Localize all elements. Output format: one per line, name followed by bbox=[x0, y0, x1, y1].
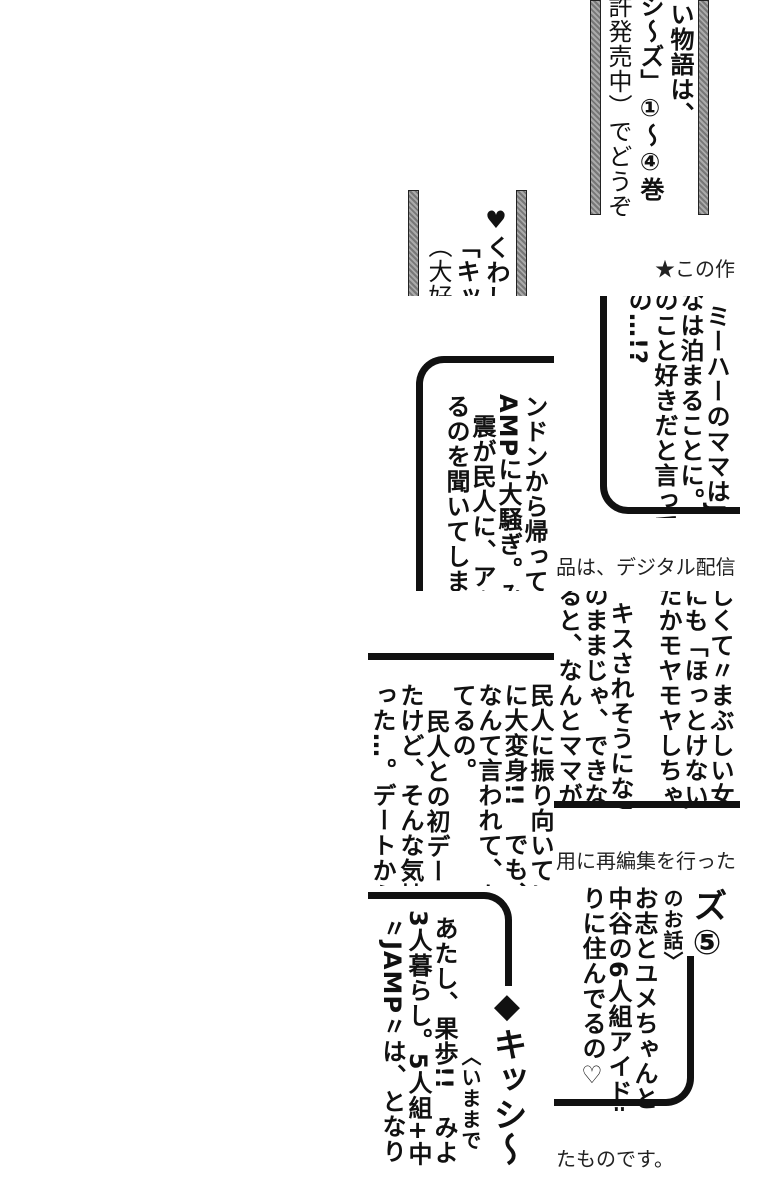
text-column: ミーハーのママはJ bbox=[702, 304, 730, 514]
frame-bar bbox=[516, 190, 527, 296]
kisshi-panel: ◆キッシ〜 〈いままで あたし、果歩!! みよ 3人暮らし。5人組+中 〃JAM… bbox=[368, 886, 554, 1200]
text-column: ♥くわし bbox=[482, 206, 510, 296]
text-column: たけど、そんな気持ちの bbox=[396, 683, 424, 886]
text-column: 許発売中）でどうぞ!! bbox=[604, 0, 632, 218]
text-column: にも「ほっとけない」 bbox=[680, 591, 708, 809]
volume5-panel: ズ⑤ のお話〉 お志とユメちゃんと、 中谷の6人組アイドル りに住んでるの♡ bbox=[554, 886, 740, 1111]
text-column: に大変身!! でも、震に bbox=[500, 683, 528, 886]
text-column: 〈いままで bbox=[458, 1046, 482, 1151]
speech-frame bbox=[600, 296, 740, 514]
story-panel-b: ンドンから帰っていた。 AMPに大騒ぎ。みんな 震が民人に、アタシの るのを聞い… bbox=[414, 354, 554, 591]
notice-line-1: ★この作 bbox=[655, 257, 735, 281]
text-column: の…!? bbox=[624, 296, 652, 365]
text-column: 3人暮らし。5人組+中 bbox=[404, 910, 432, 1167]
text-column: 民人に振り向いてほし bbox=[526, 683, 554, 886]
speech-frame bbox=[554, 956, 694, 1106]
text-column: あたし、果歩!! みよ bbox=[430, 916, 458, 1165]
notice-line-3: 用に再編集を行った bbox=[556, 849, 736, 873]
text-column: お志とユメちゃんと、 bbox=[630, 886, 658, 1111]
story-panel-a: ミーハーのママはJ なは泊まることに。 のこと好きだと言って の…!? bbox=[598, 296, 740, 518]
story-panel-c: しくて〃まぶしい女〃 にも「ほっとけない」 たかモヤモヤしちゃっ キスされそうに… bbox=[554, 591, 740, 809]
text-column: シ〜ズ」①〜④巻 bbox=[636, 0, 664, 202]
text-column: い物語は、 bbox=[666, 2, 694, 127]
kisshi-title: ◆キッシ〜 bbox=[487, 986, 527, 1167]
text-column: （大好評 bbox=[424, 234, 452, 296]
more-info-panel: ♥くわし 「キッシ （大好評 bbox=[404, 190, 530, 296]
text-column: てるの。 bbox=[448, 683, 476, 783]
notice-line-2: 品は、デジタル配信 bbox=[556, 555, 736, 579]
divider-line bbox=[554, 801, 740, 808]
text-column: キスされそうになっ bbox=[606, 601, 634, 809]
text-column: 民人との初デートで、 bbox=[422, 709, 450, 886]
speech-frame bbox=[368, 892, 512, 992]
text-column: ンドンから帰っていた。 bbox=[520, 394, 548, 591]
frame-bar bbox=[408, 190, 419, 296]
divider-line bbox=[368, 653, 554, 660]
text-column: なんて言われて、なんだ bbox=[474, 683, 502, 886]
text-column: るのを聞いてしまったの bbox=[442, 394, 470, 591]
text-column: った…。デートから帰る bbox=[368, 683, 396, 886]
text-column: なは泊まることに。 bbox=[676, 296, 704, 513]
text-column: しくて〃まぶしい女〃 bbox=[706, 591, 734, 809]
text-column: のお話〉 bbox=[660, 888, 684, 972]
text-column: 中谷の6人組アイドル bbox=[604, 886, 632, 1111]
speech-frame bbox=[416, 356, 554, 591]
text-column: たかモヤモヤしちゃっ bbox=[654, 591, 682, 809]
notice-line-4: たものです。 bbox=[556, 1147, 674, 1171]
frame-bar bbox=[590, 0, 601, 215]
story-panel-d: 民人に振り向いてほし に大変身!! でも、震に なんて言われて、なんだ てるの。… bbox=[368, 591, 554, 886]
text-column: 「キッシ bbox=[452, 234, 480, 296]
volume-title: ズ⑤ bbox=[687, 888, 727, 964]
text-column: のままじゃ、できなか bbox=[580, 591, 608, 809]
text-column: ると、なんとママが口 bbox=[554, 591, 582, 809]
text-column: りに住んでるの♡ bbox=[578, 886, 606, 1090]
text-column: 〃JAMP〃は、となり bbox=[378, 916, 406, 1164]
text-column: のこと好きだと言って bbox=[650, 296, 678, 518]
frame-bar bbox=[698, 0, 709, 215]
text-column: AMPに大騒ぎ。みんな bbox=[494, 394, 522, 591]
text-column: 震が民人に、アタシの bbox=[468, 414, 496, 591]
series-info-panel: い物語は、 シ〜ズ」①〜④巻 許発売中）でどうぞ!! bbox=[586, 0, 716, 218]
